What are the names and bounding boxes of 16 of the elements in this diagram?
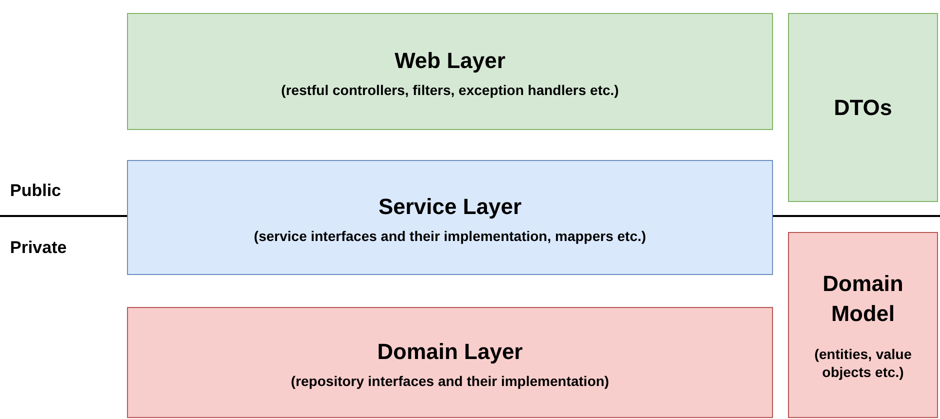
box-title: Domain Model (822, 270, 904, 328)
box-subtitle: (repository interfaces and their implementation) (290, 372, 610, 390)
box-subtitle: (entities, value objects etc.) (813, 345, 913, 381)
box-title: Web Layer (394, 47, 506, 75)
box-subtitle: (service interfaces and their implementation, mappers etc.) (254, 227, 646, 245)
box-title: Domain Layer (377, 338, 523, 366)
box-title: Service Layer (378, 193, 522, 221)
box-subtitle: (restful controllers, filters, exception handlers etc.) (281, 81, 619, 99)
layer-box (127, 307, 773, 418)
box-title: DTOs (834, 94, 892, 122)
zone-label: Public (10, 180, 62, 202)
layer-box (788, 13, 938, 202)
layer-box (127, 160, 773, 275)
layer-box (788, 232, 938, 418)
layer-box (127, 13, 773, 130)
zone-label: Private (10, 237, 67, 259)
